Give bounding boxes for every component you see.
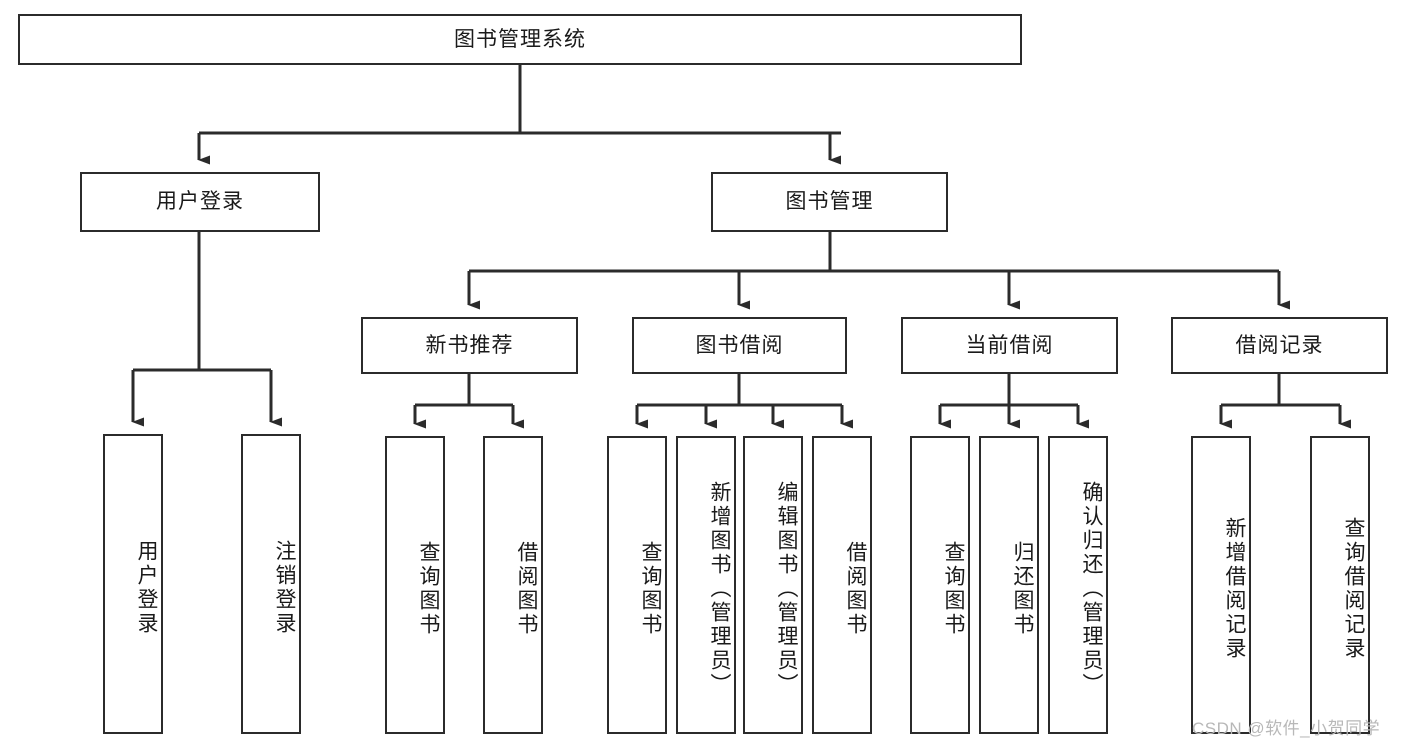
node-current-borrow[interactable]: 当前借阅	[901, 317, 1118, 374]
leaf-user-login[interactable]: 用户登录	[103, 434, 163, 734]
leaf-record-query-borrow-record[interactable]: 查询借阅记录	[1310, 436, 1370, 734]
node-book-borrow[interactable]: 图书借阅	[632, 317, 847, 374]
node-label: 图书借阅	[695, 333, 784, 357]
edges-currentborrow-to-leaves	[938, 374, 1089, 429]
leaf-borrow-borrow-book[interactable]: 借阅图书	[812, 436, 872, 734]
node-label: 查询图书	[942, 541, 965, 637]
edges-bookborrow-to-leaves	[635, 374, 853, 429]
leaf-recommend-query-book[interactable]: 查询图书	[385, 436, 445, 734]
node-label: 图书管理系统	[454, 27, 586, 51]
node-label: 编辑图书（管理员）	[775, 481, 798, 697]
edges-userlogin-to-leaves	[131, 232, 282, 427]
leaf-record-add-borrow-record[interactable]: 新增借阅记录	[1191, 436, 1251, 734]
leaf-borrow-add-book-admin[interactable]: 新增图书（管理员）	[676, 436, 736, 734]
node-label: 新增图书（管理员）	[708, 481, 731, 697]
node-label: 查询借阅记录	[1342, 517, 1365, 661]
edges-borrowrecord-to-leaves	[1219, 374, 1351, 429]
node-user-login[interactable]: 用户登录	[80, 172, 320, 232]
edges-newbook-to-leaves	[413, 374, 524, 429]
leaf-logout-login[interactable]: 注销登录	[241, 434, 301, 734]
node-label: 借阅记录	[1235, 333, 1324, 357]
leaf-current-return-book[interactable]: 归还图书	[979, 436, 1039, 734]
node-label: 归还图书	[1011, 541, 1034, 637]
csdn-watermark: CSDN @软件_小贺同学	[1192, 719, 1381, 738]
leaf-borrow-edit-book-admin[interactable]: 编辑图书（管理员）	[743, 436, 803, 734]
leaf-borrow-query-book[interactable]: 查询图书	[607, 436, 667, 734]
node-label: 注销登录	[273, 540, 296, 636]
edges-bookmgmt-to-level3	[467, 232, 1290, 310]
node-book-management[interactable]: 图书管理	[711, 172, 948, 232]
node-label: 新增借阅记录	[1223, 517, 1246, 661]
leaf-current-query-book[interactable]: 查询图书	[910, 436, 970, 734]
node-label: 当前借阅	[965, 333, 1054, 357]
node-label: 新书推荐	[425, 333, 514, 357]
edges-root-to-level2	[197, 65, 841, 165]
node-label: 查询图书	[639, 541, 662, 637]
node-label: 借阅图书	[515, 541, 538, 637]
node-new-book-recommend[interactable]: 新书推荐	[361, 317, 578, 374]
node-label: 图书管理	[785, 190, 874, 214]
node-label: 查询图书	[417, 541, 440, 637]
node-root-book-management-system[interactable]: 图书管理系统	[18, 14, 1022, 65]
node-label: 借阅图书	[844, 541, 867, 637]
node-label: 用户登录	[156, 190, 244, 214]
leaf-recommend-borrow-book[interactable]: 借阅图书	[483, 436, 543, 734]
node-label: 确认归还（管理员）	[1080, 481, 1103, 697]
leaf-current-confirm-return-admin[interactable]: 确认归还（管理员）	[1048, 436, 1108, 734]
node-label: 用户登录	[135, 540, 158, 636]
node-borrow-record[interactable]: 借阅记录	[1171, 317, 1388, 374]
